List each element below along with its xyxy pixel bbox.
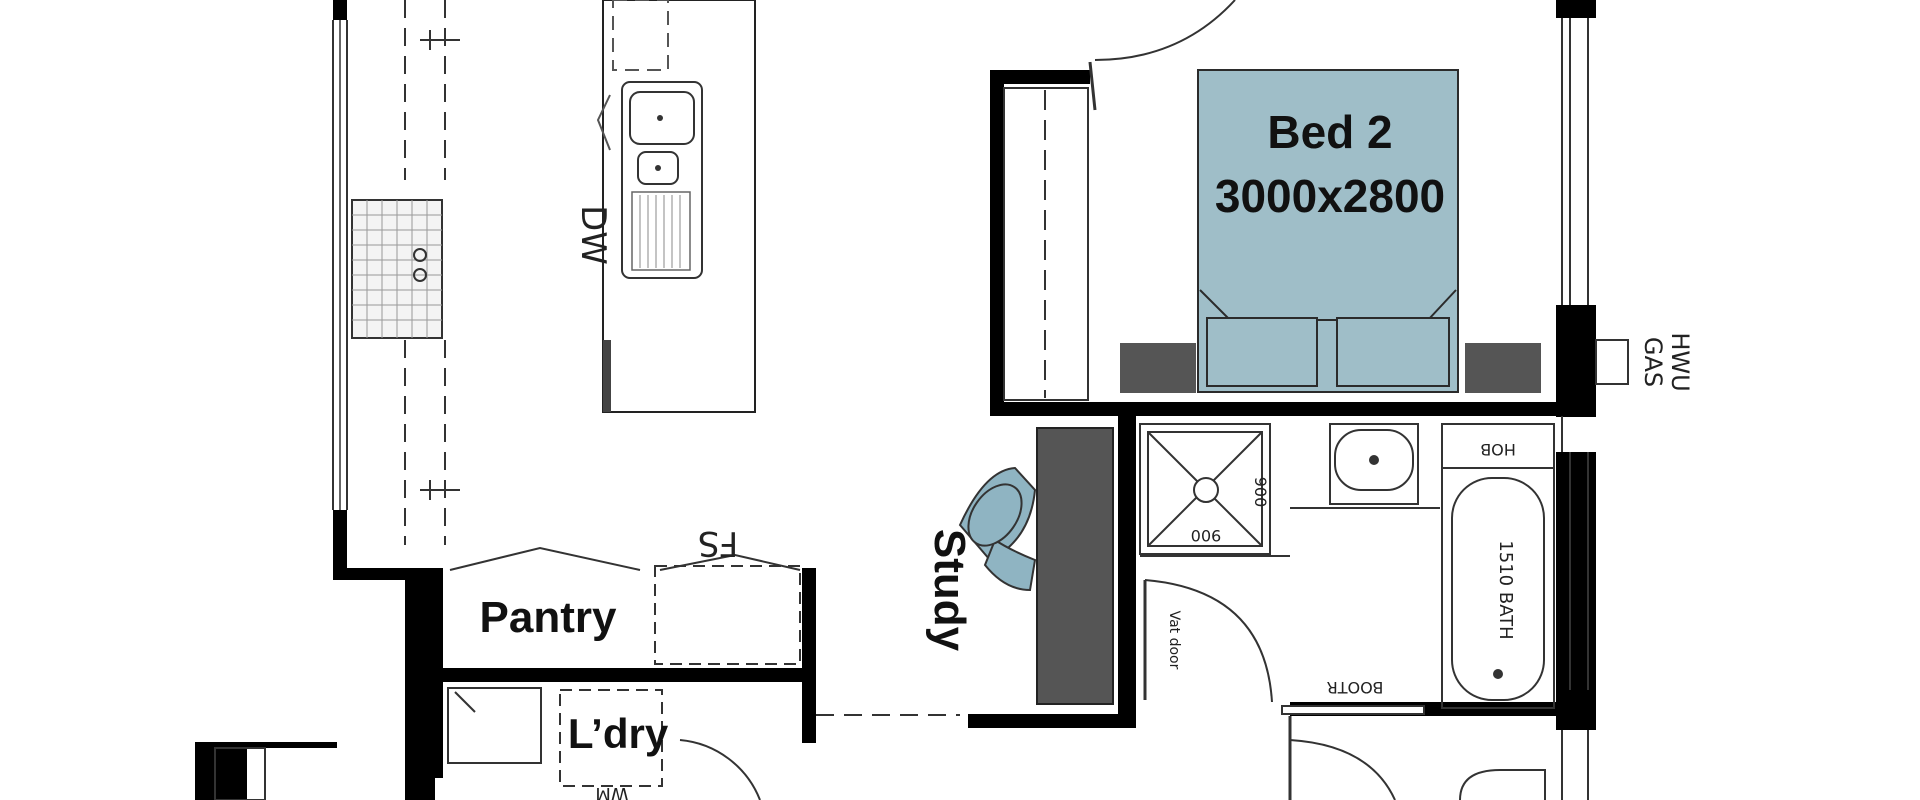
kitchen-window-wall [332, 0, 433, 580]
shower [1139, 423, 1290, 557]
bath-label: 1510 BATH [1495, 540, 1516, 639]
study-walls [968, 416, 1136, 728]
hob-label: HOB [1480, 440, 1516, 459]
bed2-size-label: 3000x2800 [1215, 170, 1445, 222]
bedside-table-right [1465, 343, 1541, 393]
bed2-robe [1003, 87, 1089, 401]
lower-left-cupboard [214, 747, 266, 800]
bed2-name-label: Bed 2 [1267, 106, 1392, 158]
study-desk [1036, 427, 1114, 705]
bed2-door [1088, 61, 1097, 111]
laundry-fixtures [447, 687, 960, 800]
door-note-label: Vat door [1166, 611, 1182, 670]
bed2-window [1561, 18, 1589, 305]
gas-label: GAS [1639, 337, 1667, 387]
vanity [1290, 423, 1440, 509]
washing-machine-label: WM [595, 783, 628, 800]
kitchen-bench-outline [404, 0, 460, 545]
lower-right-window [1561, 416, 1589, 800]
shower-depth-label: 900 [1251, 477, 1270, 508]
booster-label: BOOTR [1327, 678, 1384, 697]
gas-hwu-unit [1595, 339, 1629, 385]
bath [1441, 467, 1555, 709]
bed [1197, 69, 1459, 393]
pantry-shelf-outline [449, 546, 801, 665]
pantry-walls [405, 568, 816, 800]
fridge-space-label: FS [698, 523, 739, 563]
bed2-walls [990, 0, 1596, 417]
bed2-door-swing [1094, 0, 1236, 61]
bedside-table-left [1120, 343, 1196, 393]
study-label: Study [925, 529, 974, 652]
shower-width-label: 900 [1191, 526, 1222, 545]
dishwasher-label: DW [573, 205, 613, 265]
cooktop [351, 199, 443, 339]
pantry-label: Pantry [480, 593, 617, 642]
study-chair [958, 466, 1037, 592]
lower-left-walls [195, 742, 337, 800]
bathroom-door [1143, 579, 1425, 800]
laundry-label: L’dry [568, 710, 669, 757]
toilet-fragment [1459, 769, 1546, 800]
hwu-label: HWU [1666, 332, 1694, 391]
island-bench [596, 0, 756, 413]
